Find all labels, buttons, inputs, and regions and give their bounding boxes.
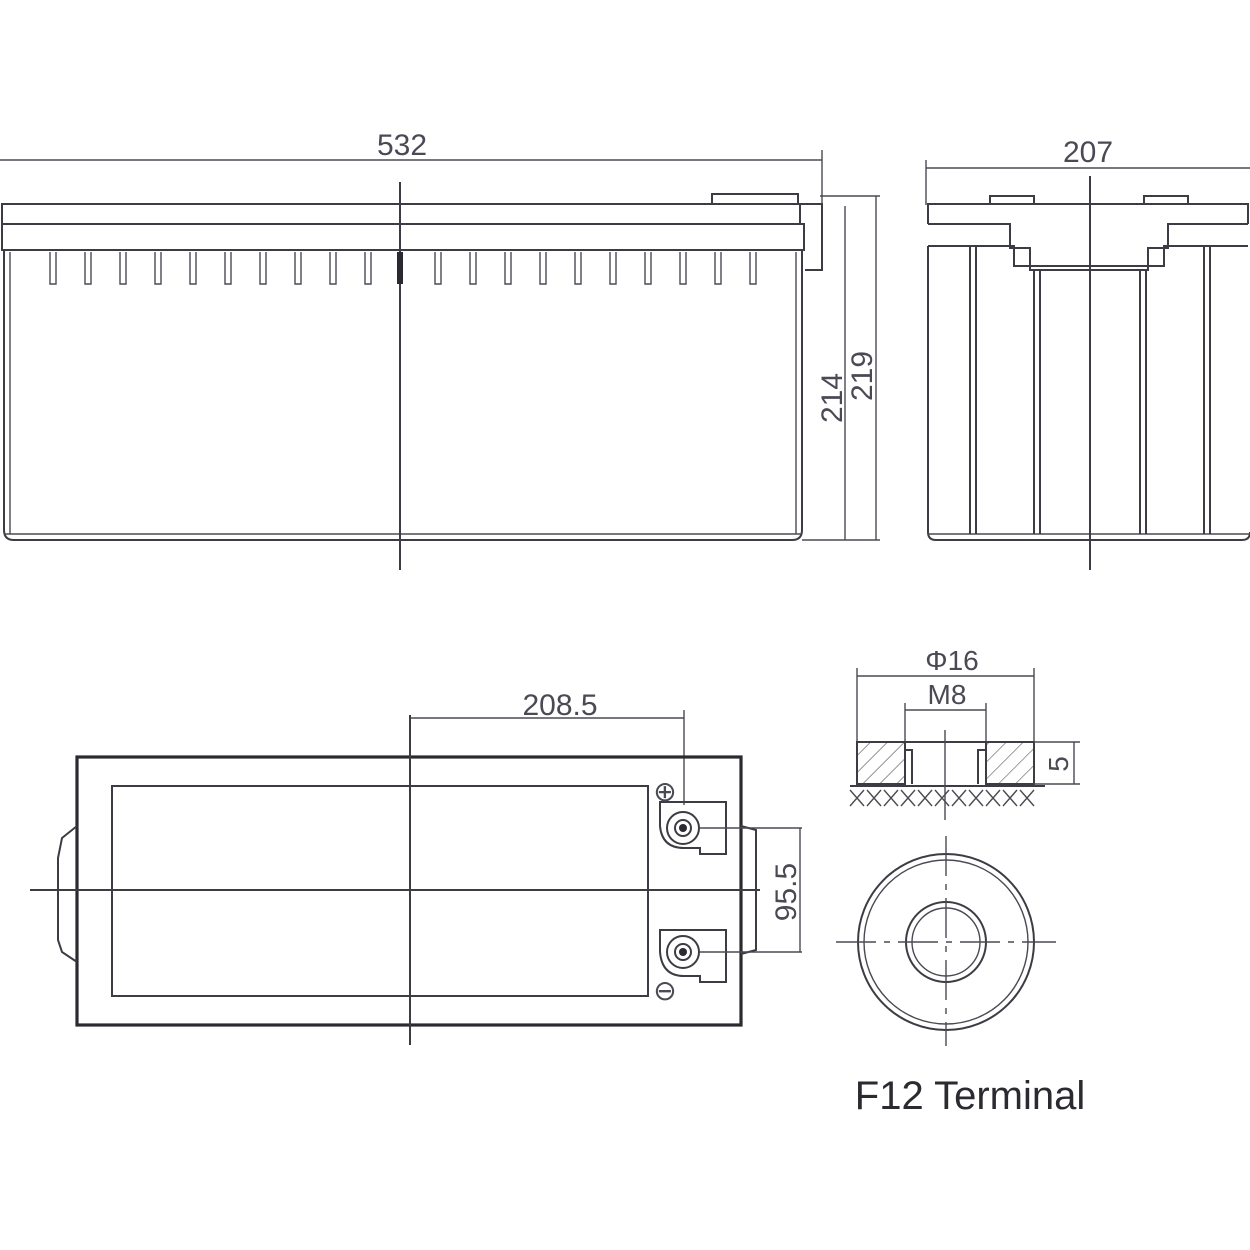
positive-terminal-symbol: ⊕	[653, 776, 676, 807]
vent-rib	[679, 252, 687, 285]
vent-rib	[294, 252, 302, 285]
vent-rib	[574, 252, 582, 285]
top-view: 208.5 ⊕ ⊖ 95.5	[30, 689, 803, 1045]
vent-rib	[119, 252, 127, 285]
ground-mark	[985, 789, 1001, 807]
width-dimension-label: 207	[1063, 136, 1113, 169]
ground-mark	[1019, 789, 1035, 807]
vent-rib	[329, 252, 337, 285]
total-height-label: 219	[846, 351, 879, 401]
terminal-section-view: Φ16 M8 5	[849, 645, 1080, 820]
ground-mark	[951, 789, 967, 807]
ground-mark	[900, 789, 916, 807]
terminal-height-label: 5	[1043, 756, 1074, 772]
outer-diameter-label: Φ16	[925, 645, 978, 676]
terminal-caption: F12 Terminal	[855, 1074, 1085, 1118]
vent-ribs	[49, 252, 757, 285]
vent-rib	[644, 252, 652, 285]
vent-rib	[609, 252, 617, 285]
vent-rib	[154, 252, 162, 285]
ground-mark	[1002, 789, 1018, 807]
vent-rib	[259, 252, 267, 285]
vent-rib	[469, 252, 477, 285]
case-height-label: 214	[816, 373, 849, 423]
ground-mark	[934, 789, 950, 807]
ground-hatch-marks	[849, 789, 1035, 807]
vent-rib	[714, 252, 722, 285]
vent-rib	[189, 252, 197, 285]
ground-mark	[968, 789, 984, 807]
vent-rib	[434, 252, 442, 285]
vent-rib	[539, 252, 547, 285]
terminal-offset-label: 208.5	[522, 689, 597, 722]
thread-size-label: M8	[928, 679, 967, 710]
terminal-plan-view	[836, 836, 1056, 1046]
terminal-spacing-label: 95.5	[770, 863, 803, 921]
front-view: 532 214 219	[0, 129, 880, 570]
ground-mark	[917, 789, 933, 807]
length-dimension-label: 532	[377, 129, 427, 162]
ground-mark	[849, 789, 865, 807]
vent-rib	[84, 252, 92, 285]
ground-mark	[866, 789, 882, 807]
ground-mark	[883, 789, 899, 807]
vent-rib	[504, 252, 512, 285]
vent-rib	[49, 252, 57, 285]
vent-rib	[749, 252, 757, 285]
negative-terminal-symbol: ⊖	[653, 975, 676, 1006]
side-view: 207	[925, 136, 1250, 570]
vent-rib	[224, 252, 232, 285]
vent-rib	[364, 252, 372, 285]
